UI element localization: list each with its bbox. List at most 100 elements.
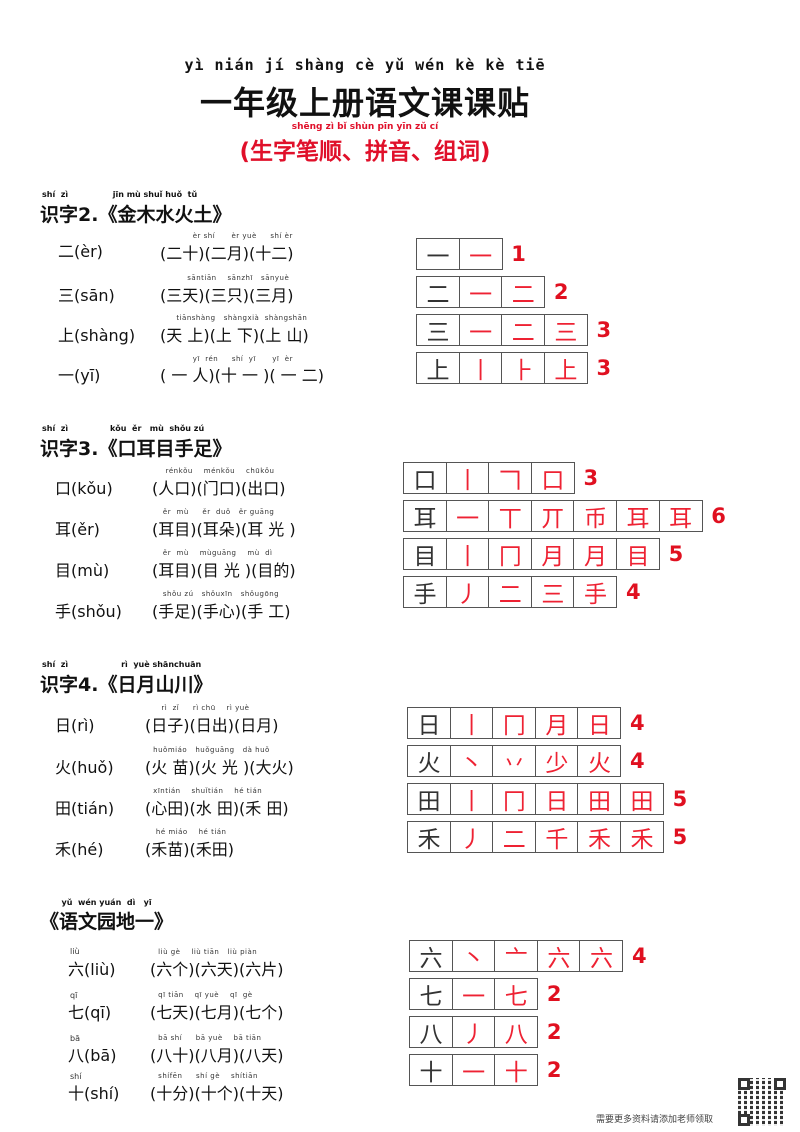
stroke-cell-step: 月 bbox=[573, 538, 618, 570]
stroke-cell-character: 耳 bbox=[403, 500, 447, 532]
stroke-cell-step: 𠃍 bbox=[488, 462, 533, 494]
stroke-cell-step: 六 bbox=[579, 940, 624, 972]
stroke-cell-step: 日 bbox=[577, 707, 622, 739]
words: (天 上)(上 下)(上 山) bbox=[160, 326, 309, 345]
words: (手足)(手心)(手 工) bbox=[152, 602, 291, 621]
stroke-cell-step: 丨 bbox=[445, 462, 490, 494]
stroke-count: 2 bbox=[546, 982, 562, 1006]
stroke-count: 3 bbox=[596, 356, 612, 380]
stroke-cell-step: 丶 bbox=[451, 940, 496, 972]
stroke-cell-step: 一 bbox=[451, 1054, 496, 1086]
stroke-cell-step: 丷 bbox=[492, 745, 537, 777]
stroke-count: 3 bbox=[583, 466, 599, 490]
char-entry: 三(sān) bbox=[58, 286, 115, 305]
char-entry: 八(bā) bbox=[68, 1046, 117, 1065]
char-entry: 二(èr) bbox=[58, 242, 103, 261]
stroke-count: 4 bbox=[630, 749, 645, 773]
words-pinyin: èr shí èr yuè shí èr bbox=[160, 232, 293, 240]
words-pinyin: rì zǐ rì chū rì yuè bbox=[145, 704, 250, 712]
words: (十分)(十个)(十天) bbox=[150, 1084, 284, 1103]
char-entry: 手(shǒu) bbox=[55, 602, 122, 621]
words: (二十)(二月)(十二) bbox=[160, 244, 294, 263]
char-pinyin: bā bbox=[70, 1034, 80, 1043]
stroke-cell-step: 一 bbox=[458, 238, 503, 270]
stroke-cell-step: 田 bbox=[577, 783, 622, 815]
stroke-cell-step: 十 bbox=[494, 1054, 539, 1086]
char-entry: 十(shí) bbox=[68, 1084, 120, 1103]
stroke-cell-step: 币 bbox=[573, 500, 618, 532]
stroke-cell-step: 禾 bbox=[577, 821, 622, 853]
stroke-cell-step: 六 bbox=[536, 940, 581, 972]
stroke-cell-step: 耳 bbox=[616, 500, 661, 532]
stroke-cell-step: 二 bbox=[501, 276, 546, 308]
qr-code bbox=[738, 1078, 786, 1126]
stroke-cell-character: 八 bbox=[409, 1016, 453, 1048]
stroke-count: 4 bbox=[632, 944, 647, 968]
words: (七天)(七月)(七个) bbox=[150, 1003, 284, 1022]
section-pinyin: shí zì rì yuè shānchuān bbox=[42, 660, 202, 669]
subtitle-pinyin: shēng zì bǐ shùn pīn yīn zǔ cí bbox=[291, 122, 439, 132]
stroke-count: 4 bbox=[626, 580, 641, 604]
stroke-cell-character: 口 bbox=[403, 462, 447, 494]
stroke-cell-step: 丅 bbox=[488, 500, 533, 532]
words-pinyin: huǒmiáo huǒguāng dà huǒ bbox=[145, 746, 270, 754]
stroke-cell-step: 二 bbox=[492, 821, 537, 853]
stroke-cell-step: 一 bbox=[458, 314, 503, 346]
stroke-cell-step: 千 bbox=[534, 821, 579, 853]
stroke-count: 5 bbox=[672, 825, 688, 849]
stroke-cell-step: 七 bbox=[494, 978, 539, 1010]
stroke-cell-step: 亠 bbox=[494, 940, 539, 972]
stroke-cell-step: 丨 bbox=[449, 783, 494, 815]
stroke-count: 1 bbox=[511, 242, 526, 266]
char-entry: 上(shàng) bbox=[58, 326, 136, 345]
stroke-cell-step: 上 bbox=[543, 352, 588, 384]
stroke-cell-character: 目 bbox=[403, 538, 447, 570]
stroke-cell-step: 田 bbox=[620, 783, 665, 815]
words: (心田)(水 田)(禾 田) bbox=[145, 799, 289, 818]
section-pinyin: yǔ wén yuán dì yī bbox=[42, 898, 152, 907]
char-entry: 耳(ěr) bbox=[55, 520, 100, 539]
stroke-count: 2 bbox=[546, 1020, 562, 1044]
stroke-cell-step: 丿 bbox=[445, 576, 490, 608]
title-pinyin: yì nián jí shàng cè yǔ wén kè kè tiē bbox=[184, 56, 546, 74]
words-pinyin: xīntián shuǐtián hé tián bbox=[145, 787, 263, 795]
stroke-cell-character: 七 bbox=[409, 978, 453, 1010]
stroke-cell-step: 月 bbox=[530, 538, 575, 570]
char-pinyin: qī bbox=[70, 991, 78, 1000]
words-pinyin: qī tiān qī yuè qī gè bbox=[150, 991, 253, 999]
words-pinyin: hé miáo hé tián bbox=[145, 828, 227, 836]
stroke-cell-step: 一 bbox=[458, 276, 503, 308]
stroke-cell-step: 少 bbox=[534, 745, 579, 777]
char-entry: 禾(hé) bbox=[55, 840, 104, 859]
footer-note: 需要更多资料请添加老师领取 bbox=[596, 1115, 714, 1125]
words: (八十)(八月)(八天) bbox=[150, 1046, 284, 1065]
words-pinyin: tiānshàng shàngxià shàngshān bbox=[160, 314, 308, 322]
section-title: 识字2.《金木水火土》 bbox=[40, 204, 232, 226]
stroke-cell-character: 上 bbox=[416, 352, 460, 384]
words: (禾苗)(禾田) bbox=[145, 840, 234, 859]
stroke-cell-character: 火 bbox=[407, 745, 451, 777]
stroke-cell-step: 冂 bbox=[492, 783, 537, 815]
stroke-cell-step: 冂 bbox=[492, 707, 537, 739]
stroke-cell-step: 丨 bbox=[449, 707, 494, 739]
char-entry: 目(mù) bbox=[55, 561, 110, 580]
words: (火 苗)(火 光 )(大火) bbox=[145, 758, 294, 777]
words-pinyin: bā shí bā yuè bā tiān bbox=[150, 1034, 262, 1042]
char-entry: 七(qī) bbox=[68, 1003, 112, 1022]
stroke-count: 3 bbox=[596, 318, 612, 342]
words: (耳目)(耳朵)(耳 光 ) bbox=[152, 520, 296, 539]
stroke-cell-character: 手 bbox=[403, 576, 447, 608]
words: (耳目)(目 光 )(目的) bbox=[152, 561, 296, 580]
